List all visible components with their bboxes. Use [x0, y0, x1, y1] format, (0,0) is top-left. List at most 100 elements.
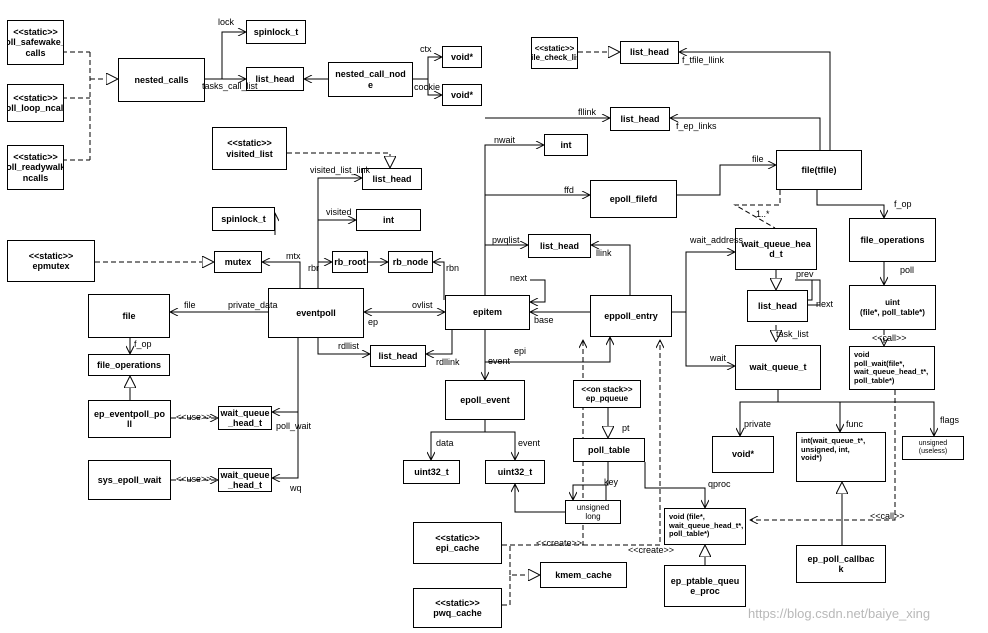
- file-operations-left-box: file_operations: [88, 354, 170, 376]
- label-rdllist: rdllist: [338, 341, 360, 351]
- label-task-list: task_list: [776, 329, 809, 339]
- label-file-private: file: [184, 300, 196, 310]
- label-f-ep-links: f_ep_links: [676, 121, 717, 131]
- label-private: private: [744, 419, 772, 429]
- label-use1: <<use>>: [176, 412, 212, 422]
- ep-pqueue-box: <<on stack>> ep_pqueue: [573, 380, 641, 408]
- nested-call-node-box: nested_call_nod e: [328, 62, 413, 97]
- label-f-op-right: f_op: [894, 199, 912, 209]
- visited-list-box: <<static>> visited_list: [212, 127, 287, 170]
- eppoll-entry-box: eppoll_entry: [590, 295, 672, 337]
- label-func: func: [846, 419, 864, 429]
- label-next-wq: next: [816, 299, 834, 309]
- epoll-filefd-box: epoll_filefd: [590, 180, 677, 218]
- label-ovlist: ovlist: [412, 300, 433, 310]
- list-head-tfile-box: list_head: [620, 41, 679, 64]
- label-ffd: ffd: [564, 185, 574, 195]
- spinlock-t-ep-box: spinlock_t: [212, 207, 275, 231]
- wait-queue-t-box: wait_queue_t: [735, 345, 821, 390]
- label-flags: flags: [940, 415, 960, 425]
- label-base: base: [534, 315, 554, 325]
- void-qproc-box: void (file*, wait_queue_head_t*, poll_ta…: [664, 508, 746, 545]
- poll-table-box: poll_table: [573, 438, 645, 462]
- list-head-rdllist-box: list_head: [370, 345, 426, 367]
- wait-queue-head-t-right-box: wait_queue_hea d_t: [735, 228, 817, 270]
- wait-queue-head-t-ep1-box: wait_queue _head_t: [218, 406, 272, 430]
- epoll-event-box: epoll_event: [445, 380, 525, 420]
- eventpoll-box: eventpoll: [268, 288, 364, 338]
- label-visited: visited: [326, 207, 352, 217]
- tfile-check-list-box: <<static>> tfile_check_list: [531, 37, 578, 69]
- poll-safewake-ncalls-box: <<static>> poll_safewake_n calls: [7, 20, 64, 65]
- label-tasks-call-list: tasks_call_list: [202, 81, 258, 91]
- label-rbn: rbn: [446, 263, 460, 273]
- label-pwqlist: pwqlist: [492, 235, 520, 245]
- file-left-box: file: [88, 294, 170, 338]
- label-next-epi: next: [510, 273, 528, 283]
- label-create2: <<create>>: [628, 545, 675, 555]
- spinlock-t-top-box: spinlock_t: [246, 20, 306, 44]
- rb-node-box: rb_node: [388, 251, 433, 273]
- label-cookie: cookie: [414, 82, 441, 92]
- label-f-tfile-llink: f_tfile_llink: [682, 55, 725, 65]
- unsigned-flags-box: unsigned (useless): [902, 436, 964, 460]
- label-event-edge: event: [488, 356, 511, 366]
- void-cookie-box: void*: [442, 84, 482, 106]
- label-poll: poll: [900, 265, 915, 275]
- label-wait-address: wait_address: [690, 235, 744, 245]
- int-visited-box: int: [356, 209, 421, 231]
- int-func-box: int(wait_queue_t*, unsigned, int, void*): [796, 432, 886, 482]
- label-nwait: nwait: [494, 135, 516, 145]
- kmem-cache-box: kmem_cache: [540, 562, 627, 588]
- list-head-pwqlist-box: list_head: [528, 234, 591, 258]
- file-operations-right-box: file_operations: [849, 218, 936, 262]
- label-poll-wait: poll_wait: [276, 421, 312, 431]
- pwq-cache-box: <<static>> pwq_cache: [413, 588, 502, 628]
- poll-loop-ncalls-box: <<static>> poll_loop_ncalls: [7, 84, 64, 122]
- label-data: data: [436, 438, 454, 448]
- uint32-t-data-box: uint32_t: [403, 460, 460, 484]
- label-rbr: rbr: [308, 263, 319, 273]
- label-file-edge: file: [752, 154, 764, 164]
- label-wait: wait: [710, 353, 727, 363]
- label-qproc: qproc: [708, 479, 731, 489]
- label-epi: epi: [514, 346, 527, 356]
- ep-ptable-queue-proc-box: ep_ptable_queu e_proc: [664, 565, 746, 607]
- mutex-box: mutex: [214, 251, 262, 273]
- label-llink: llink: [596, 248, 612, 258]
- label-private-data: private_data: [228, 300, 278, 310]
- uint32-t-event-box: uint32_t: [485, 460, 545, 484]
- label-lock: lock: [218, 17, 235, 27]
- ep-eventpoll-poll-box: ep_eventpoll_po ll: [88, 400, 171, 438]
- label-create1: <<create>>: [536, 538, 583, 548]
- uint-poll-box: uint (file*, poll_table*): [849, 285, 936, 330]
- void-ctx-box: void*: [442, 46, 482, 68]
- epitem-box: epitem: [445, 295, 530, 330]
- label-mtx: mtx: [286, 251, 301, 261]
- label-wq: wq: [290, 483, 302, 493]
- label-ctx: ctx: [420, 44, 432, 54]
- epmutex-box: <<static>> epmutex: [7, 240, 95, 282]
- poll-readywalk-ncalls-box: <<static>> poll_readywalk_ ncalls: [7, 145, 64, 190]
- label-use2: <<use>>: [176, 474, 212, 484]
- list-head-visited-box: list_head: [362, 168, 422, 190]
- label-ep: ep: [368, 317, 379, 327]
- nested-calls-box: nested_calls: [118, 58, 205, 102]
- ep-poll-callback-box: ep_poll_callbac k: [796, 545, 886, 583]
- wait-queue-head-t-ep2-box: wait_queue _head_t: [218, 468, 272, 492]
- label-one-many: 1..*: [756, 209, 770, 219]
- label-f-op-left: f_op: [134, 339, 152, 349]
- list-head-nested-box: list_head: [246, 67, 304, 91]
- label-call1: <<call>>: [872, 333, 907, 343]
- label-visited-list-link: visited_list_link: [310, 165, 371, 175]
- rb-root-box: rb_root: [332, 251, 368, 273]
- int-nwait-box: int: [544, 134, 588, 156]
- label-event2: event: [518, 438, 541, 448]
- label-key: key: [604, 477, 619, 487]
- list-head-wq-box: list_head: [747, 290, 808, 322]
- void-private-box: void*: [712, 436, 774, 473]
- watermark: https://blog.csdn.net/baiye_xing: [748, 606, 931, 621]
- label-pt: pt: [622, 423, 630, 433]
- unsigned-long-box: unsigned long: [565, 500, 621, 524]
- file-tfile-box: file(tfile): [776, 150, 862, 190]
